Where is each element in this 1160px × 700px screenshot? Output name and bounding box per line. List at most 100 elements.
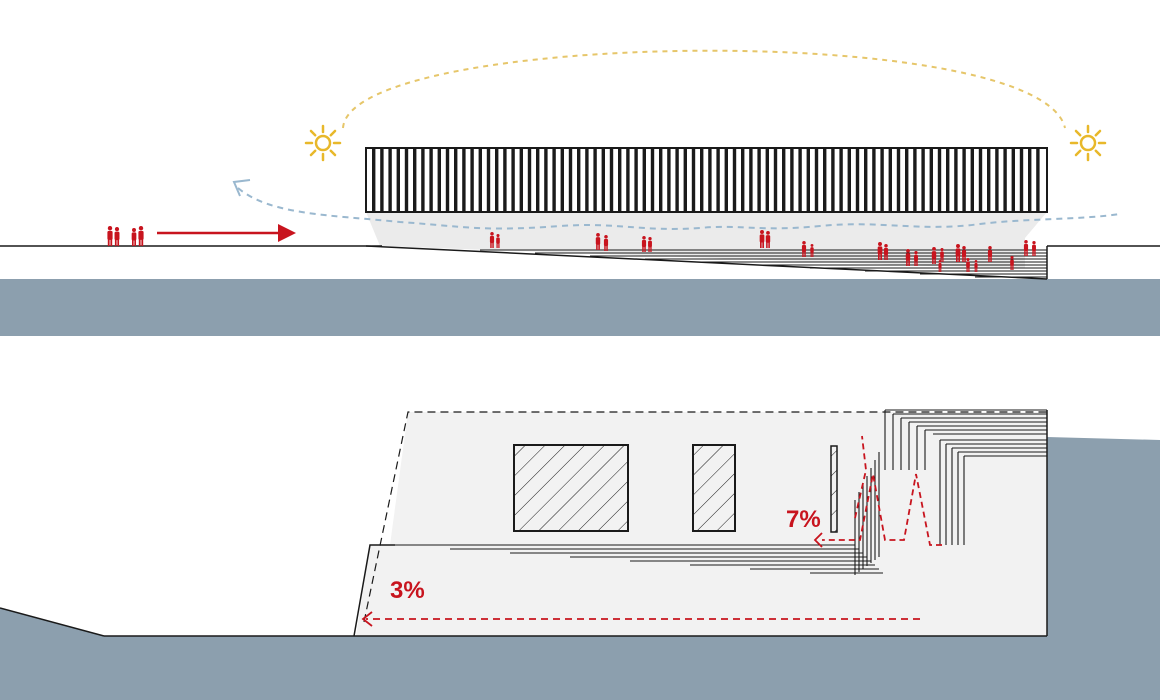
building-slat [888, 148, 892, 212]
building-slat [388, 148, 392, 212]
person-icon [801, 241, 807, 257]
building-slat [462, 148, 466, 212]
building-slat [454, 148, 458, 212]
building-slat [511, 148, 515, 212]
building-slat [929, 148, 933, 212]
upper-section [0, 49, 1160, 336]
sun-path-arc [342, 49, 1066, 129]
building-slat [1003, 148, 1007, 212]
building-slat [675, 148, 679, 212]
wind-arrow-head [232, 179, 251, 197]
building-slat [609, 148, 614, 212]
building-slat [773, 148, 778, 212]
building-slat [921, 148, 925, 212]
person-icon [961, 246, 967, 262]
building-slat [536, 148, 540, 212]
wind-path [237, 187, 1121, 230]
building-slat [495, 148, 499, 212]
sun-icon [1069, 124, 1107, 162]
person-icon [955, 244, 961, 262]
building-slat [716, 148, 720, 212]
person-icon [496, 234, 500, 248]
building-slat [683, 148, 687, 212]
building-slat [1019, 148, 1024, 212]
water-band [0, 279, 1160, 336]
elevated-building [365, 147, 1048, 213]
building-slat [749, 148, 753, 212]
building-slat [396, 148, 400, 212]
building-slat [782, 148, 786, 212]
building-slat [380, 148, 384, 212]
person-icon [1010, 256, 1014, 270]
hatched-room-small [692, 444, 736, 532]
building-slat [626, 148, 630, 212]
building-slat [946, 148, 950, 212]
person-icon [810, 244, 814, 257]
building-slat [634, 148, 638, 212]
building-slat [429, 148, 433, 212]
building-slat [691, 148, 696, 212]
water-ground-fill [0, 437, 1160, 700]
building-slat [618, 148, 622, 212]
ramp-path-upper [822, 473, 942, 546]
building-frame [365, 147, 1048, 213]
building-slat [880, 148, 884, 212]
building-slat [741, 148, 745, 212]
building-slat [421, 148, 425, 212]
ramp-label-upper: 7% [786, 506, 821, 533]
people-group [107, 226, 1036, 272]
building-slat [847, 148, 851, 212]
hatched-room-large [513, 444, 629, 532]
building-slat [995, 148, 999, 212]
building-slat [700, 148, 704, 212]
building-slat [503, 148, 507, 212]
person-icon [114, 227, 120, 246]
building-slat [642, 148, 646, 212]
building-slat [724, 148, 728, 212]
building-slat [413, 148, 417, 212]
person-icon [595, 233, 601, 250]
ramp-label-lower: 3% [390, 577, 425, 604]
sloped-steps [365, 245, 1048, 280]
building-slat [823, 148, 827, 212]
building-slat [445, 148, 450, 212]
person-icon [940, 248, 944, 262]
building-slat [765, 148, 769, 212]
left-wall [353, 544, 395, 637]
ground-slope-line [0, 607, 105, 637]
ramp-arrow-lower [361, 611, 373, 627]
building-slat [552, 148, 556, 212]
person-icon [914, 251, 918, 266]
building-slat [470, 148, 474, 212]
person-icon [883, 244, 889, 260]
building-slat [577, 148, 581, 212]
building-slat [659, 148, 663, 212]
person-icon [641, 236, 647, 252]
building-slat [978, 148, 983, 212]
building-slat [987, 148, 991, 212]
building-slat [404, 148, 409, 212]
building-slat [486, 148, 491, 212]
building-slat [806, 148, 810, 212]
building-slat [667, 148, 671, 212]
building-slat [757, 148, 761, 212]
building-slat [790, 148, 794, 212]
person-icon [648, 237, 652, 252]
building-slat [478, 148, 482, 212]
shaded-plaza [366, 212, 1047, 268]
person-icon [759, 230, 765, 248]
ramp-path-upper-top [854, 435, 867, 519]
building-slat [864, 148, 868, 212]
person-icon [905, 249, 911, 266]
building-slat [519, 148, 523, 212]
building-slat [372, 148, 376, 212]
building-slat [593, 148, 597, 212]
person-icon [107, 226, 113, 246]
building-slat [601, 148, 605, 212]
sun-icon [304, 124, 342, 162]
lower-section: 7% 3% [0, 409, 1160, 700]
building-slat [650, 148, 655, 212]
person-icon [138, 226, 144, 246]
person-icon [974, 260, 978, 272]
